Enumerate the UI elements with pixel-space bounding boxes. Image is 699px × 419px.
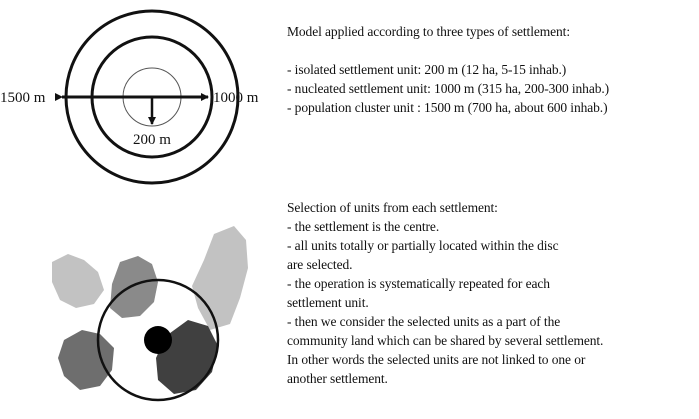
model-item-cluster: - population cluster unit : 1500 m (700 … — [287, 100, 608, 115]
label-1000m: 1000 m — [213, 90, 259, 106]
land-unit-top-mid — [110, 256, 158, 318]
land-unit-left-light — [52, 254, 104, 308]
selection-line: - the settlement is the centre. — [287, 219, 440, 234]
land-unit-right-light — [192, 226, 248, 330]
model-description: Model applied according to three types o… — [287, 22, 697, 117]
label-1500m: 1500 m — [0, 90, 46, 106]
selection-line: - then we consider the selected units as… — [287, 314, 561, 329]
land-unit-bottom-left — [58, 330, 114, 390]
selection-disc — [96, 278, 220, 402]
settlement-dot — [144, 326, 172, 354]
selection-description: Selection of units from each settlement:… — [287, 198, 697, 388]
model-heading: Model applied according to three types o… — [287, 24, 570, 39]
label-200m: 200 m — [133, 132, 171, 148]
selection-line: community land which can be shared by se… — [287, 333, 604, 348]
selection-heading: Selection of units from each settlement: — [287, 200, 498, 215]
selection-line: another settlement. — [287, 371, 388, 386]
selection-line: - the operation is systematically repeat… — [287, 276, 550, 291]
selection-line: are selected. — [287, 257, 353, 272]
model-item-nucleated: - nucleated settlement unit: 1000 m (315… — [287, 81, 610, 96]
selection-line: - all units totally or partially located… — [287, 238, 559, 253]
radii-diagram: 1500 m 1000 m 200 m — [0, 9, 259, 185]
model-item-isolated: - isolated settlement unit: 200 m (12 ha… — [287, 62, 567, 77]
selection-line: In other words the selected units are no… — [287, 352, 586, 367]
selection-diagram — [52, 226, 248, 402]
selection-line: settlement unit. — [287, 295, 369, 310]
